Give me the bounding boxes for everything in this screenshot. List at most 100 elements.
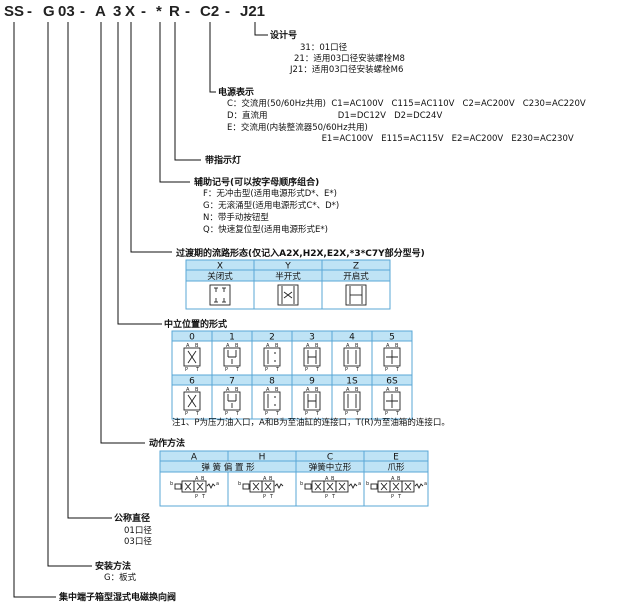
neutral-position-label: 9	[309, 377, 315, 387]
port-letter: A	[386, 343, 390, 349]
port-letter: P	[265, 367, 268, 373]
port-letter: b	[170, 481, 173, 487]
design-number-section: 设计号 31：01口径 21：适用03口径安装螺栓M8 J21：适用03口径安装…	[270, 29, 405, 75]
actuation-header: H	[259, 453, 266, 463]
port-letter: B	[395, 387, 399, 393]
port-letter: T	[195, 411, 200, 417]
port-letter: A	[226, 343, 230, 349]
code-dash-1: -	[27, 3, 32, 20]
port-letter: B	[275, 343, 279, 349]
nominal-size-item: 01口径	[124, 525, 152, 536]
code-star: *	[156, 3, 162, 20]
transition-header: Z	[353, 262, 359, 272]
neutral-position-label: 1S	[346, 377, 358, 387]
auxiliary-item: F：无冲击型(适用电源形式D*、E*)	[203, 188, 337, 199]
transition-subheader: 开启式	[343, 271, 369, 282]
port-letter: P	[225, 367, 228, 373]
port-letter: B	[397, 476, 401, 482]
port-letter: T	[201, 494, 206, 500]
actuation-header: E	[393, 453, 399, 463]
port-letter: A	[263, 476, 267, 482]
port-letter: P	[325, 494, 328, 500]
actuation-subheader: 爪形	[387, 463, 405, 473]
code-a: A	[95, 3, 106, 20]
auxiliary-section: 辅助记号(可以按字母顺序组合) F：无冲击型(适用电源形式D*、E*) G：无滚…	[194, 176, 339, 235]
port-letter: b	[238, 481, 241, 487]
port-letter: B	[395, 343, 399, 349]
port-letter: T	[355, 411, 360, 417]
port-letter: T	[395, 367, 400, 373]
nominal-size-title: 公称直径	[114, 512, 150, 524]
port-letter: P	[305, 367, 308, 373]
port-letter: P	[305, 411, 308, 417]
transition-subheader: 关闭式	[207, 271, 233, 282]
nominal-size-item: 03口径	[124, 536, 152, 547]
code-dash-2: -	[80, 3, 85, 20]
port-letter: T	[235, 367, 240, 373]
transition-section: 过渡期的流路形态(仅记入A2X,H2X,E2X,*3*C7Y部分型号) X Y …	[176, 247, 425, 310]
port-letter: A	[346, 387, 350, 393]
port-letter: B	[195, 343, 199, 349]
neutral-position-label: 2	[269, 333, 275, 343]
indicator-lamp-title: 带指示灯	[205, 154, 241, 166]
neutral-position-title: 中立位置的形式	[164, 318, 227, 330]
port-letter: B	[235, 387, 239, 393]
auxiliary-item: Q：快速复位型(适用电源形式E*)	[203, 224, 328, 235]
power-supply-line: E：交流用(内装整流器50/60Hz共用)	[227, 122, 368, 133]
port-letter: B	[195, 387, 199, 393]
transition-title: 过渡期的流路形态(仅记入A2X,H2X,E2X,*3*C7Y部分型号)	[176, 247, 425, 259]
open-symbol-icon	[345, 284, 367, 306]
auxiliary-item: G：无滚涌型(适用电源形式C*、D*)	[203, 200, 339, 211]
leader-lines	[13, 22, 268, 598]
port-letter: A	[226, 387, 230, 393]
transition-header: Y	[284, 262, 291, 272]
port-letter: T	[397, 494, 402, 500]
code-c2: C2	[200, 3, 219, 20]
model-code: SS - G 03 - A 3 X - * R - C2 - J21	[4, 3, 265, 20]
port-letter: T	[275, 367, 280, 373]
code-x: X	[125, 3, 135, 20]
neutral-position-label: 1	[229, 333, 235, 343]
power-supply-line: C：交流用(50/60Hz共用) C1=AC100V C115=AC110V C…	[227, 98, 586, 109]
nominal-size-section: 公称直径 01口径 03口径	[114, 512, 152, 547]
port-letter: P	[195, 494, 198, 500]
port-letter: T	[331, 494, 336, 500]
port-letter: B	[275, 387, 279, 393]
port-letter: B	[355, 387, 359, 393]
port-letter: P	[385, 411, 388, 417]
port-letter: T	[315, 367, 320, 373]
port-letter: T	[269, 494, 274, 500]
port-letter: P	[345, 367, 348, 373]
mounting-section: 安装方法 G：板式	[95, 560, 137, 583]
port-letter: B	[315, 387, 319, 393]
port-letter: P	[185, 411, 188, 417]
neutral-position-label: 6	[189, 377, 195, 387]
port-letter: A	[266, 343, 270, 349]
code-ss: SS	[4, 3, 24, 20]
mounting-item: G：板式	[104, 572, 137, 583]
port-letter: T	[315, 411, 320, 417]
power-supply-line: E1=AC100V E115=AC115V E2=AC200V E230=AC2…	[227, 134, 574, 144]
neutral-position-label: 8	[269, 377, 275, 387]
power-supply-section: 电源表示 C：交流用(50/60Hz共用) C1=AC100V C115=AC1…	[218, 86, 586, 144]
port-letter: A	[186, 343, 190, 349]
port-letter: a	[358, 481, 361, 487]
mounting-title: 安装方法	[95, 560, 131, 572]
code-03: 03	[58, 3, 75, 20]
port-letter: A	[325, 476, 329, 482]
port-letter: A	[386, 387, 390, 393]
actuation-subheader: 弹 簧 偏 置 形	[201, 462, 255, 473]
